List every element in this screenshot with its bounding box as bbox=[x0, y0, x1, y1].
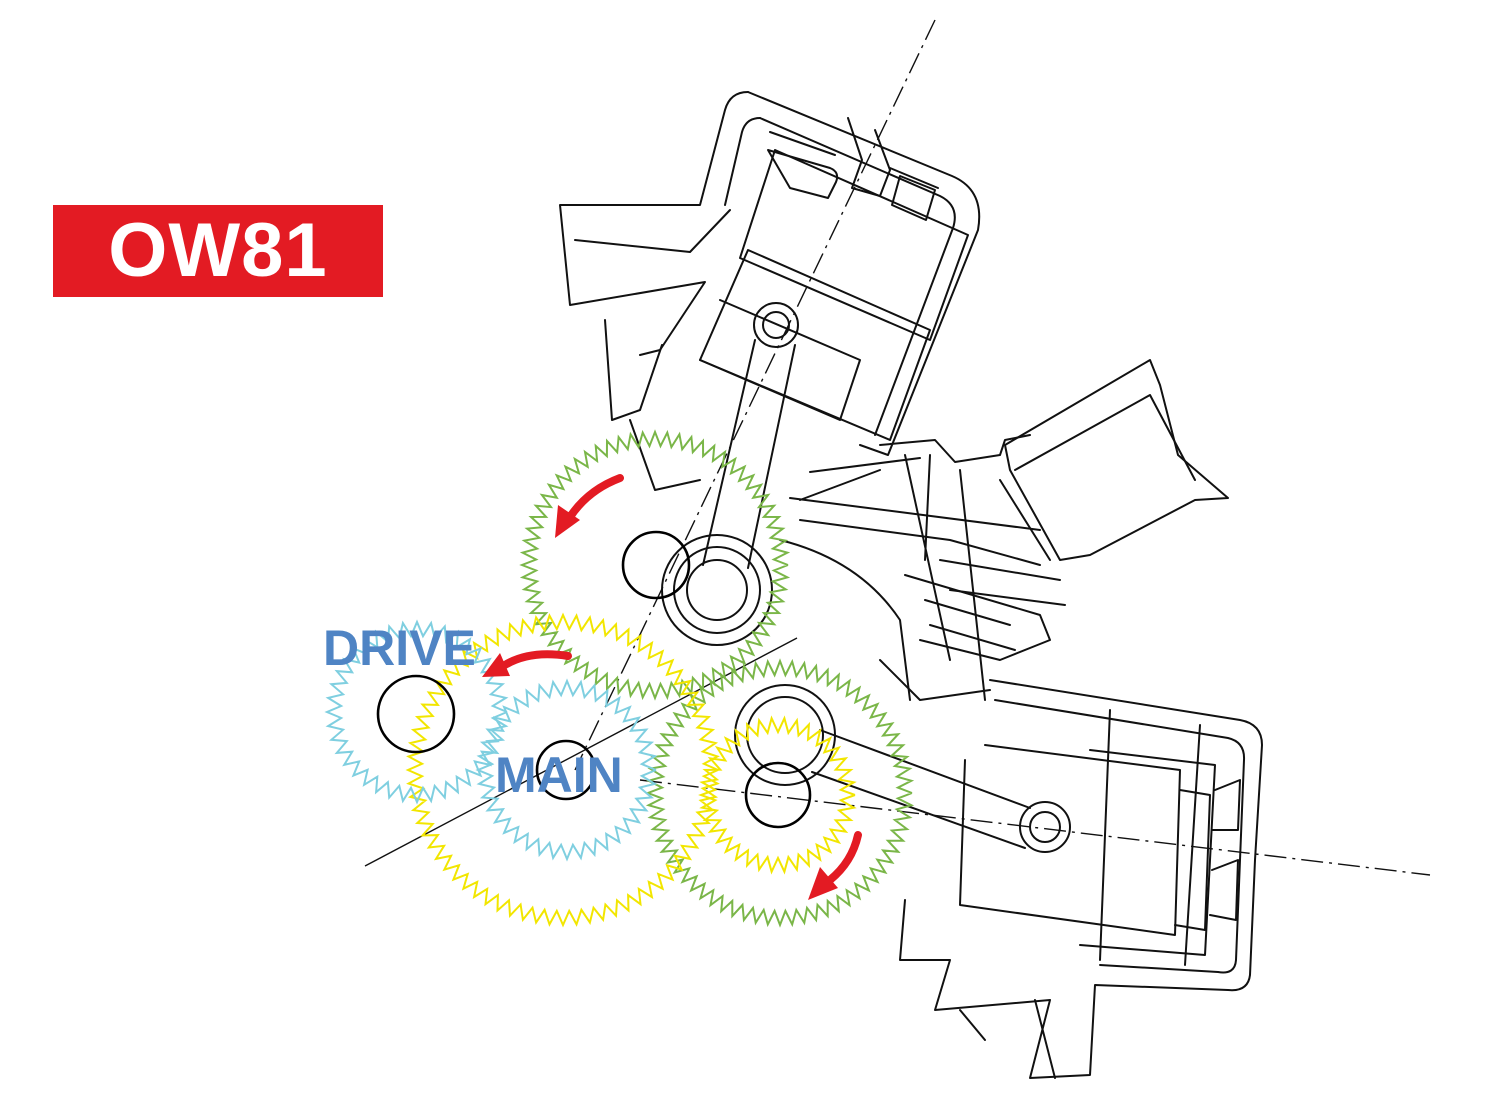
gear-train bbox=[324, 429, 915, 928]
rotation-arrow-icon bbox=[482, 650, 572, 677]
upper-con-rod bbox=[661, 302, 799, 646]
rotation-arrows bbox=[482, 474, 862, 900]
model-badge: OW81 bbox=[53, 205, 383, 297]
intermediate-gear bbox=[405, 612, 720, 928]
drive-gear-label: DRIVE bbox=[323, 620, 476, 676]
upper-crank-gear bbox=[519, 429, 791, 701]
crankcase-middle bbox=[779, 359, 1229, 701]
drive-gear bbox=[324, 619, 509, 805]
lower-crank-gear bbox=[645, 658, 915, 928]
lower-cylinder bbox=[899, 679, 1263, 1079]
rotation-arrow-icon bbox=[555, 474, 624, 538]
lower-crank-pin-circle bbox=[744, 761, 812, 829]
lower-small-gear bbox=[698, 715, 857, 875]
model-name: OW81 bbox=[108, 208, 328, 293]
shaft-circles bbox=[376, 530, 812, 829]
main-gear-label: MAIN bbox=[495, 747, 623, 803]
rotation-arrow-icon bbox=[808, 831, 862, 900]
main-shaft-circle bbox=[535, 739, 597, 801]
crank-pin-circle bbox=[621, 530, 691, 600]
main-gear bbox=[475, 678, 658, 862]
upper-cylinder bbox=[559, 91, 981, 491]
drive-shaft-circle bbox=[376, 674, 456, 754]
